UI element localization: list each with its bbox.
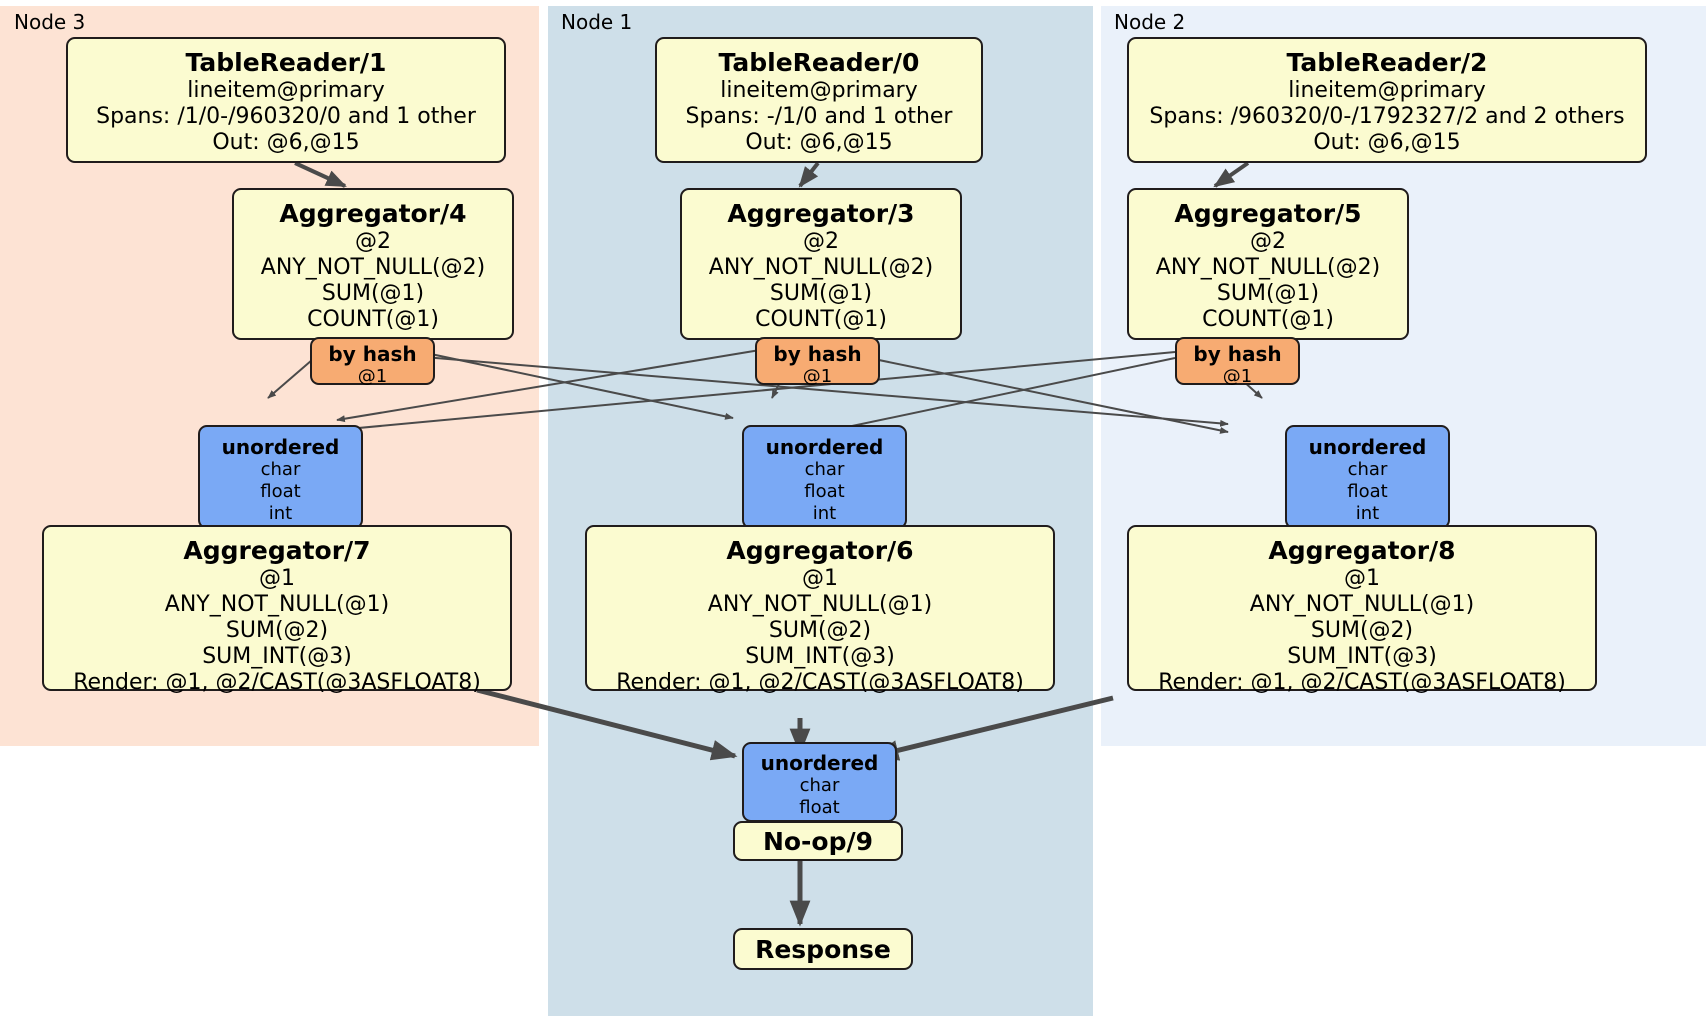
- processor-aggregator-4[interactable]: Aggregator/4 @2 ANY_NOT_NULL(@2) SUM(@1)…: [232, 188, 514, 340]
- receiver-type: float: [1347, 481, 1388, 502]
- processor-title: No-op/9: [762, 827, 874, 856]
- processor-title: TableReader/1: [185, 48, 387, 77]
- processor-aggregator-7[interactable]: Aggregator/7 @1 ANY_NOT_NULL(@1) SUM(@2)…: [42, 525, 512, 695]
- receiver-type: char: [804, 459, 845, 480]
- processor-aggregator-8[interactable]: Aggregator/8 @1 ANY_NOT_NULL(@1) SUM(@2)…: [1127, 525, 1597, 695]
- receiver-unordered-final[interactable]: unordered char float: [742, 742, 897, 822]
- router-title: by hash: [773, 342, 862, 366]
- processor-tablereader-2[interactable]: TableReader/2 lineitem@primary Spans: /9…: [1127, 37, 1647, 163]
- processor-detail: Out: @6,@15: [745, 130, 893, 155]
- processor-detail: SUM(@1): [1216, 281, 1320, 306]
- processor-detail: COUNT(@1): [755, 307, 887, 332]
- processor-detail: ANY_NOT_NULL(@2): [260, 255, 486, 280]
- router-title: by hash: [1193, 342, 1282, 366]
- node-panel-label-node1: Node 1: [561, 10, 633, 34]
- processor-detail: COUNT(@1): [1202, 307, 1334, 332]
- processor-detail: @1: [802, 566, 838, 591]
- processor-title: Aggregator/4: [279, 199, 467, 228]
- processor-noop-9[interactable]: No-op/9: [733, 821, 903, 861]
- receiver-title: unordered: [765, 435, 884, 459]
- processor-detail: ANY_NOT_NULL(@1): [1249, 592, 1475, 617]
- processor-detail: ANY_NOT_NULL(@1): [164, 592, 390, 617]
- processor-detail: lineitem@primary: [1288, 78, 1486, 103]
- processor-detail: @1: [1344, 566, 1380, 591]
- processor-tablereader-1[interactable]: TableReader/1 lineitem@primary Spans: /1…: [66, 37, 506, 163]
- router-title: by hash: [328, 342, 417, 366]
- router-detail: @1: [802, 366, 833, 387]
- processor-detail: Render: @1, @2/CAST(@3ASFLOAT8): [1158, 670, 1566, 695]
- node-panel-label-node3: Node 3: [14, 10, 86, 34]
- processor-detail: SUM(@1): [321, 281, 425, 306]
- receiver-type: float: [799, 797, 840, 818]
- router-by-hash-node3[interactable]: by hash @1: [310, 337, 435, 387]
- processor-title: Aggregator/8: [1268, 536, 1456, 565]
- processor-detail: SUM_INT(@3): [1287, 644, 1437, 669]
- receiver-unordered-node3[interactable]: unordered char float int: [198, 425, 363, 529]
- processor-title: Aggregator/3: [727, 199, 915, 228]
- receiver-type: float: [804, 481, 845, 502]
- receiver-type: int: [812, 503, 837, 524]
- processor-detail: SUM(@2): [768, 618, 872, 643]
- processor-detail: Render: @1, @2/CAST(@3ASFLOAT8): [616, 670, 1024, 695]
- processor-detail: Spans: -/1/0 and 1 other: [685, 104, 953, 129]
- processor-title: Aggregator/7: [183, 536, 371, 565]
- processor-detail: ANY_NOT_NULL(@1): [707, 592, 933, 617]
- processor-title: Response: [755, 935, 891, 964]
- processor-aggregator-6[interactable]: Aggregator/6 @1 ANY_NOT_NULL(@1) SUM(@2)…: [585, 525, 1055, 695]
- processor-title: Aggregator/6: [726, 536, 914, 565]
- receiver-type: int: [268, 503, 293, 524]
- processor-detail: Spans: /1/0-/960320/0 and 1 other: [96, 104, 476, 129]
- router-detail: @1: [357, 366, 388, 387]
- processor-detail: lineitem@primary: [720, 78, 918, 103]
- receiver-title: unordered: [1308, 435, 1427, 459]
- processor-title: Aggregator/5: [1174, 199, 1362, 228]
- processor-aggregator-5[interactable]: Aggregator/5 @2 ANY_NOT_NULL(@2) SUM(@1)…: [1127, 188, 1409, 340]
- processor-detail: @1: [259, 566, 295, 591]
- processor-detail: Spans: /960320/0-/1792327/2 and 2 others: [1149, 104, 1625, 129]
- receiver-unordered-node1[interactable]: unordered char float int: [742, 425, 907, 529]
- receiver-type: int: [1355, 503, 1380, 524]
- receiver-type: char: [260, 459, 301, 480]
- processor-title: TableReader/2: [1286, 48, 1488, 77]
- processor-detail: Out: @6,@15: [1313, 130, 1461, 155]
- router-detail: @1: [1222, 366, 1253, 387]
- receiver-title: unordered: [221, 435, 340, 459]
- processor-detail: SUM_INT(@3): [745, 644, 895, 669]
- receiver-title: unordered: [760, 751, 879, 775]
- processor-detail: SUM(@1): [769, 281, 873, 306]
- processor-aggregator-3[interactable]: Aggregator/3 @2 ANY_NOT_NULL(@2) SUM(@1)…: [680, 188, 962, 340]
- processor-detail: SUM(@2): [225, 618, 329, 643]
- node-panel-label-node2: Node 2: [1114, 10, 1186, 34]
- processor-detail: Out: @6,@15: [212, 130, 360, 155]
- processor-detail: lineitem@primary: [187, 78, 385, 103]
- receiver-type: char: [1347, 459, 1388, 480]
- processor-response[interactable]: Response: [733, 928, 913, 970]
- processor-detail: @2: [355, 229, 391, 254]
- processor-detail: SUM(@2): [1310, 618, 1414, 643]
- processor-detail: ANY_NOT_NULL(@2): [708, 255, 934, 280]
- processor-detail: ANY_NOT_NULL(@2): [1155, 255, 1381, 280]
- receiver-type: float: [260, 481, 301, 502]
- router-by-hash-node2[interactable]: by hash @1: [1175, 337, 1300, 387]
- processor-detail: SUM_INT(@3): [202, 644, 352, 669]
- receiver-unordered-node2[interactable]: unordered char float int: [1285, 425, 1450, 529]
- processor-detail: Render: @1, @2/CAST(@3ASFLOAT8): [73, 670, 481, 695]
- processor-tablereader-0[interactable]: TableReader/0 lineitem@primary Spans: -/…: [655, 37, 983, 163]
- receiver-type: char: [799, 775, 840, 796]
- processor-title: TableReader/0: [718, 48, 920, 77]
- router-by-hash-node1[interactable]: by hash @1: [755, 337, 880, 387]
- processor-detail: COUNT(@1): [307, 307, 439, 332]
- processor-detail: @2: [1250, 229, 1286, 254]
- processor-detail: @2: [803, 229, 839, 254]
